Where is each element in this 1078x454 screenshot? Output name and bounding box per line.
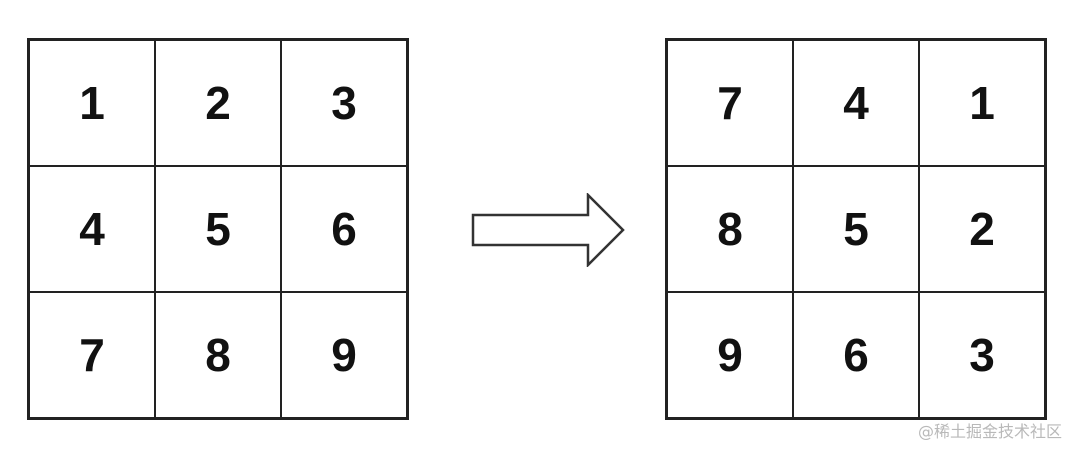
matrix-cell: 7: [667, 40, 793, 166]
matrix-cell: 7: [29, 292, 155, 418]
matrix-cell: 8: [667, 166, 793, 292]
matrix-cell: 3: [919, 292, 1045, 418]
matrix-cell: 5: [793, 166, 919, 292]
matrix-cell: 1: [29, 40, 155, 166]
matrix-cell: 6: [793, 292, 919, 418]
matrix-cell: 2: [155, 40, 281, 166]
matrix-cell: 2: [919, 166, 1045, 292]
matrix-cell: 4: [793, 40, 919, 166]
rotated-matrix: 7 4 1 8 5 2 9 6 3: [665, 38, 1047, 420]
matrix-cell: 6: [281, 166, 407, 292]
matrix-cell: 9: [281, 292, 407, 418]
original-matrix: 1 2 3 4 5 6 7 8 9: [27, 38, 409, 420]
matrix-cell: 3: [281, 40, 407, 166]
matrix-cell: 5: [155, 166, 281, 292]
matrix-cell: 8: [155, 292, 281, 418]
matrix-cell: 4: [29, 166, 155, 292]
matrix-cell: 1: [919, 40, 1045, 166]
right-arrow-icon: [471, 193, 625, 267]
matrix-cell: 9: [667, 292, 793, 418]
watermark: @稀土掘金技术社区: [917, 422, 1062, 441]
